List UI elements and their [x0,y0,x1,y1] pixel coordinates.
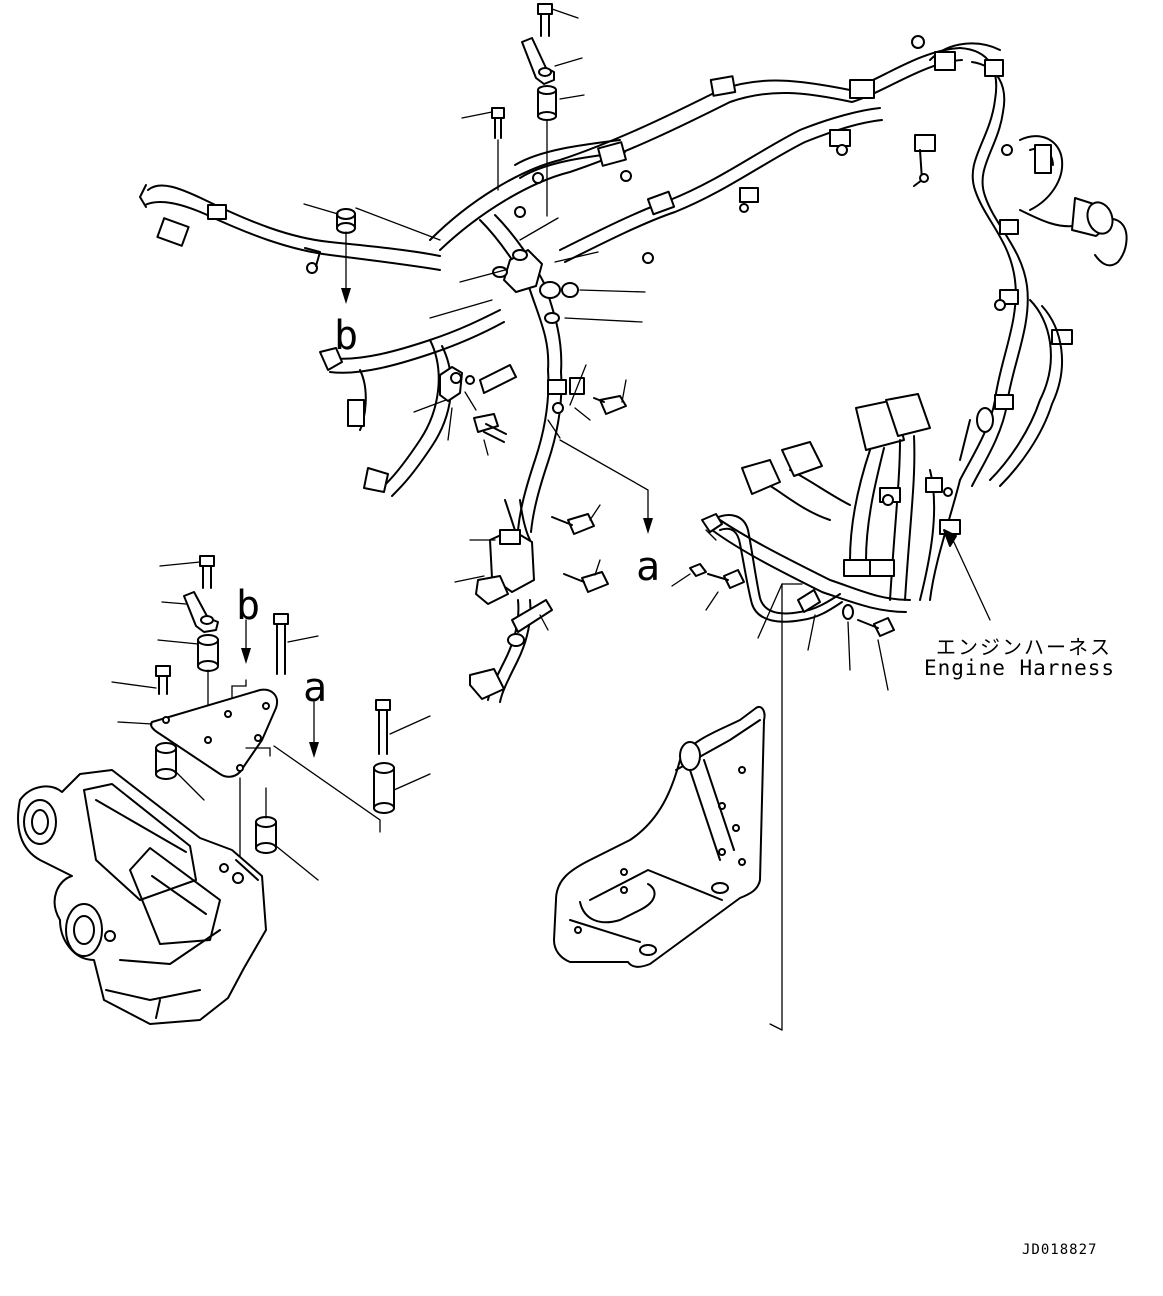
top-bolt-stack [521,3,585,217]
arrow-a-upper [559,439,653,534]
engine-harness-label-jp: エンジンハーネス [936,635,1112,659]
housing-casting [17,769,267,1025]
mount-bracket [553,706,766,968]
main-harness [139,35,1128,1031]
view-label-b-lower: b [236,583,261,629]
bolt-upper-left [461,107,505,191]
view-label-a-lower: a [303,665,328,711]
drawing-code: JD018827 [1022,1242,1098,1258]
collar-b-upper [303,203,441,304]
view-label-b-upper: b [334,313,359,359]
bracket-assembly [111,555,431,881]
engine-harness-label-en: Engine Harness [924,656,1116,680]
view-label-a-upper: a [636,544,661,590]
